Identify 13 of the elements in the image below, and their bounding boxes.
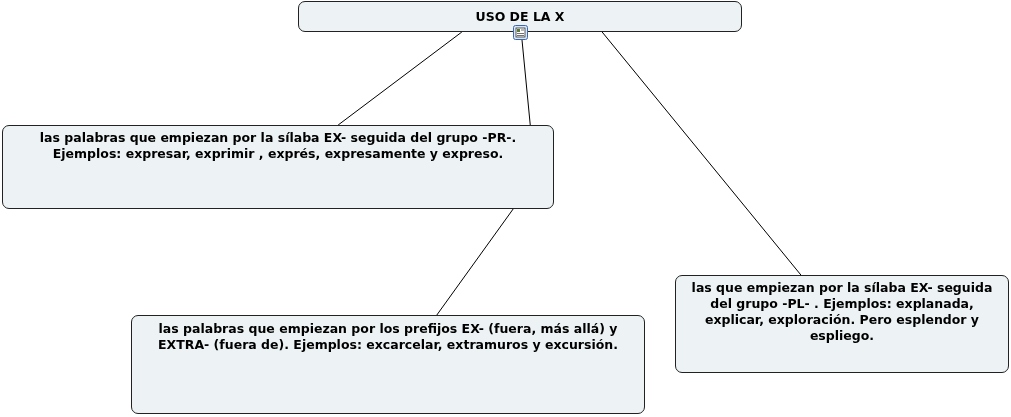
concept-text: las palabras que empiezan por los prefijos EX- (fuera, más allá) y EXTRA- (fuera de). Ejemplos: excarcelar, extramuros y excursión. bbox=[157, 321, 619, 353]
concept-text: las que empiezan por la sílaba EX- seguida del grupo -PL- . Ejemplos: explanada, explicar, exploración. Pero esplendor y espliego. bbox=[690, 280, 994, 344]
connector-line bbox=[521, 39, 531, 126]
connector-line bbox=[601, 31, 802, 276]
concept-box bbox=[2, 125, 554, 209]
concept-box bbox=[675, 275, 1009, 373]
concept-box bbox=[131, 315, 645, 414]
connector-line bbox=[337, 31, 463, 126]
document-icon bbox=[513, 25, 528, 40]
connector-line bbox=[436, 208, 514, 316]
concept-box bbox=[298, 1, 742, 32]
concept-text: las palabras que empiezan por la sílaba EX- seguida del grupo -PR-. Ejemplos: expresar, exprimir , exprés, expresamente y expreso. bbox=[38, 130, 518, 162]
title-text: USO DE LA X bbox=[474, 9, 566, 25]
